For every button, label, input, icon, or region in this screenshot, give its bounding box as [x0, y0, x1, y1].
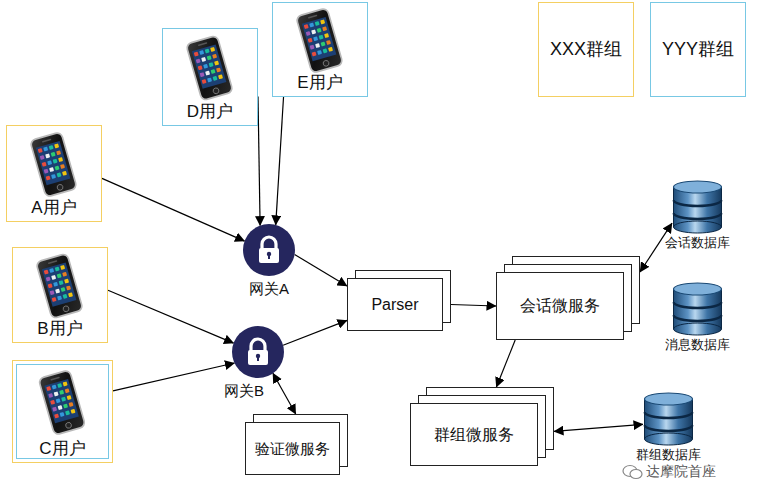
legend-label: XXX群组	[550, 39, 622, 61]
database-icon	[672, 282, 722, 336]
service-box: Parser	[347, 278, 443, 331]
user-phone: D用户	[162, 28, 258, 126]
arrow-connector	[496, 340, 515, 387]
watermark: 达摩院首座	[646, 463, 716, 480]
arrow-connector	[283, 320, 347, 345]
lock-icon	[232, 326, 284, 378]
gateway-circle	[232, 326, 284, 378]
database-cylinder	[672, 180, 722, 234]
service-box: 验证微服务	[245, 422, 340, 475]
phone-icon	[273, 3, 366, 74]
node-label: Parser	[371, 295, 418, 314]
arrow-connector	[102, 178, 245, 241]
node-label: 消息数据库	[665, 337, 730, 353]
node-label: 网关B	[224, 382, 264, 400]
node-label: E用户	[297, 73, 342, 93]
user-phone: A用户	[6, 125, 102, 222]
watermark-box: 达摩院首座	[646, 463, 716, 480]
node-label: 群组微服务	[434, 425, 514, 444]
gateway-circle	[243, 224, 295, 276]
arrow-connector	[295, 255, 347, 286]
user-phone: E用户	[272, 2, 368, 97]
node-label: 验证微服务	[255, 440, 330, 458]
arrow-connector	[113, 363, 234, 391]
node-label: D用户	[187, 102, 233, 122]
phone-icon	[13, 361, 111, 440]
database-node: 消息数据库	[665, 282, 730, 353]
lock-icon	[243, 224, 295, 276]
arrow-connector	[258, 97, 260, 226]
arrow-connector	[273, 373, 296, 414]
service-box: 会话微服务	[496, 272, 624, 340]
node-label: 会话数据库	[665, 235, 730, 251]
legend-label: YYY群组	[662, 39, 734, 61]
user-phone: B用户	[12, 247, 108, 343]
node-label: A用户	[31, 198, 76, 218]
arrow-connector	[276, 97, 284, 225]
database-node: 群组数据库	[636, 392, 701, 463]
node-label: 会话微服务	[520, 296, 600, 315]
arrow-connector	[451, 305, 496, 307]
wechat-icon	[622, 464, 644, 480]
service-box: 群组微服务	[410, 403, 538, 466]
database-icon	[672, 180, 722, 234]
arrow-connector	[554, 424, 643, 431]
node-label: 网关A	[249, 280, 289, 298]
node-label: B用户	[37, 319, 82, 339]
phone-icon	[13, 248, 106, 320]
user-phone: C用户	[12, 360, 113, 463]
database-cylinder	[672, 282, 722, 336]
database-icon	[643, 392, 693, 446]
phone-icon	[163, 29, 256, 103]
node-label: C用户	[39, 439, 85, 459]
arrow-connector	[108, 290, 234, 343]
legend-swatch: XXX群组	[538, 2, 634, 97]
gateway-node: 网关B	[232, 326, 284, 400]
legend-swatch: YYY群组	[650, 2, 746, 97]
database-node: 会话数据库	[665, 180, 730, 251]
node-label: 群组数据库	[636, 447, 701, 463]
gateway-node: 网关A	[243, 224, 295, 298]
phone-icon	[7, 126, 100, 199]
database-cylinder	[643, 392, 693, 446]
